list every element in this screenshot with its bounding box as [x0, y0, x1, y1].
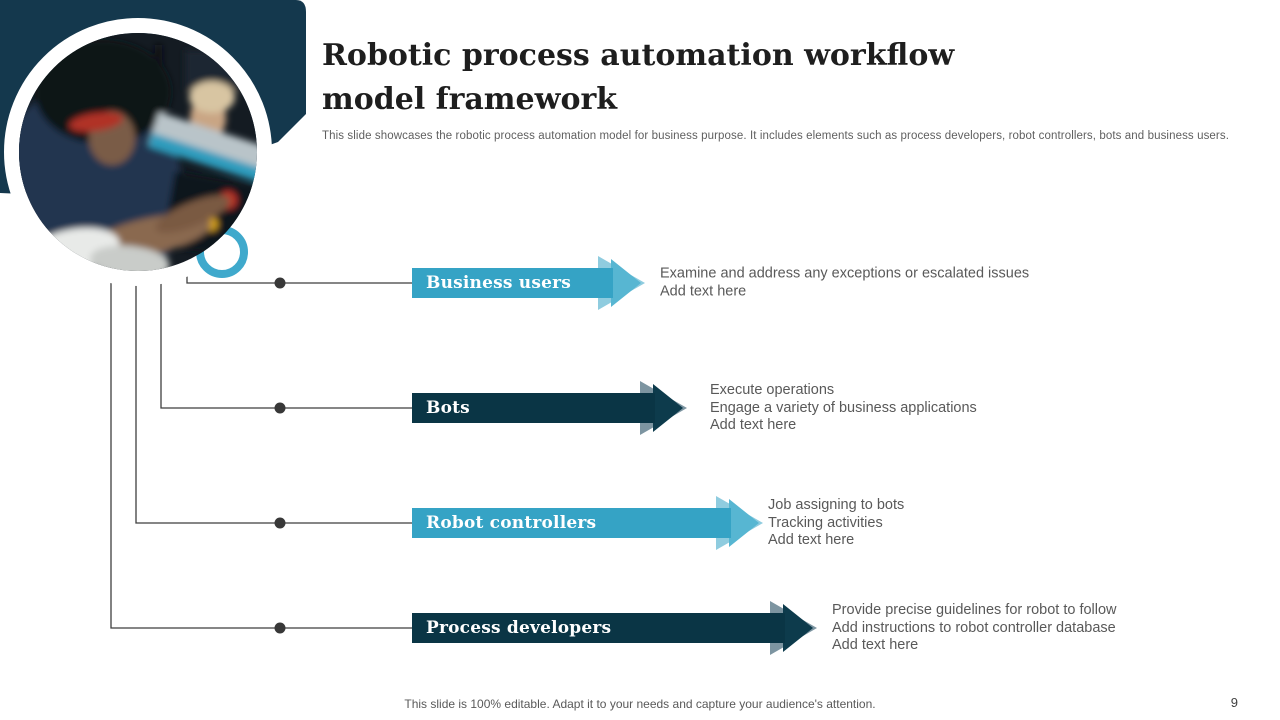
arrow-shape	[412, 256, 645, 310]
connector-dot	[274, 622, 286, 634]
title-block: Robotic process automation workflow mode…	[322, 34, 1229, 142]
connector-lines	[110, 252, 412, 629]
description-line: Engage a variety of business application…	[710, 399, 977, 416]
connector-line	[160, 252, 412, 409]
arrow-shape	[412, 496, 763, 550]
workflow-row-bots: Bots Execute operations Engage a variety…	[412, 378, 1280, 438]
page-number: 9	[1230, 695, 1238, 710]
arrow-tip	[653, 384, 683, 432]
description-line: Tracking activities	[768, 514, 883, 531]
photo-ring	[4, 18, 272, 286]
description-line: Job assigning to bots	[768, 496, 905, 513]
connector-dot	[274, 402, 286, 414]
arrow-bar	[412, 508, 731, 538]
arrow-shape	[412, 381, 687, 435]
connector-line	[110, 252, 412, 629]
workflow-row-process-developers: Process developers Provide precise guide…	[412, 598, 1280, 658]
row-label: Robot controllers	[426, 513, 597, 533]
description-line: Examine and address any exceptions or es…	[660, 265, 1030, 282]
connector-dot	[274, 517, 286, 529]
arrow-tip	[783, 604, 813, 652]
arrow-bar	[412, 268, 613, 298]
page-title: Robotic process automation workflow mode…	[322, 38, 955, 117]
description-line: Add text here	[832, 636, 919, 653]
row-label: Bots	[426, 398, 470, 418]
slide-subtitle: This slide showcases the robotic process…	[322, 130, 1229, 142]
description-line: Add text here	[660, 283, 747, 299]
footer-note: This slide is 100% editable. Adapt it to…	[404, 697, 876, 711]
row-label: Business users	[426, 273, 572, 293]
connector-line	[135, 252, 412, 524]
workflow-row-robot-controllers: Robot controllers Job assigning to bots …	[412, 493, 1280, 553]
row-description: Provide precise guidelines for robot to …	[832, 602, 1117, 655]
connector-dots	[274, 277, 286, 634]
description-line: Execute operations	[710, 381, 835, 398]
row-description: Job assigning to bots Tracking activitie…	[768, 497, 904, 550]
row-description: Execute operations Engage a variety of b…	[710, 382, 977, 435]
row-description: Examine and address any exceptions or es…	[660, 266, 1029, 301]
arrow-shape	[412, 601, 817, 655]
description-line: Add text here	[710, 416, 797, 433]
row-label: Process developers	[426, 618, 612, 638]
description-line: Add instructions to robot controller dat…	[832, 619, 1116, 636]
arrow-bar	[412, 613, 785, 643]
connector-dot	[274, 277, 286, 289]
description-line: Provide precise guidelines for robot to …	[832, 601, 1117, 618]
workflow-row-business-users: Business users Examine and address any e…	[412, 253, 1280, 313]
arrow-bar	[412, 393, 655, 423]
arrow-tip	[729, 499, 759, 547]
arrow-tip	[611, 259, 641, 307]
description-line: Add text here	[768, 531, 855, 548]
